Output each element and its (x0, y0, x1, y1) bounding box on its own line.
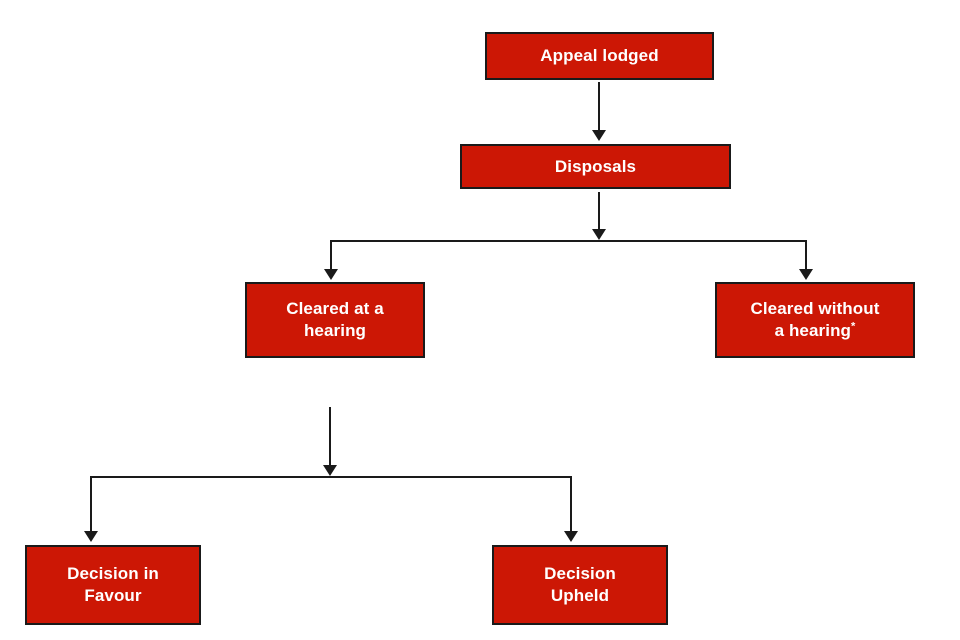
node-decision-in-favour[interactable]: Decision in Favour (25, 545, 201, 625)
node-disposals[interactable]: Disposals (460, 144, 731, 189)
node-decision-upheld[interactable]: Decision Upheld (492, 545, 668, 625)
connector-appeal-to-disposals-arrowhead (592, 130, 606, 141)
node-cleared-without-a-hearing-text: Cleared without a hearing (750, 299, 880, 340)
connector-split2-right-arrowhead (564, 531, 578, 542)
node-cleared-without-a-hearing[interactable]: Cleared without a hearing* (715, 282, 915, 358)
connector-disposals-to-split-arrowhead (592, 229, 606, 240)
connector-split1-right-arrowhead (799, 269, 813, 280)
footnote-marker-icon: * (851, 320, 856, 333)
node-cleared-at-a-hearing[interactable]: Cleared at a hearing (245, 282, 425, 358)
connector-split1-left-arrowhead (324, 269, 338, 280)
connector-cleared-to-split2-arrowhead (323, 465, 337, 476)
connector-split2-right-line (570, 476, 572, 532)
node-disposals-label: Disposals (554, 156, 637, 176)
node-cleared-at-a-hearing-label: Cleared at a hearing (286, 299, 384, 340)
node-decision-in-favour-label: Decision in Favour (67, 564, 159, 605)
connector-split1-right-line (805, 240, 807, 270)
node-appeal-lodged-label: Appeal lodged (540, 46, 659, 66)
node-appeal-lodged[interactable]: Appeal lodged (485, 32, 714, 80)
node-decision-upheld-label: Decision Upheld (544, 564, 616, 605)
node-cleared-without-a-hearing-label: Cleared without a hearing* (717, 298, 913, 342)
split-bar-1 (330, 240, 807, 242)
connector-cleared-to-split2-line (329, 407, 331, 467)
connector-appeal-to-disposals-line (598, 82, 600, 130)
connector-disposals-to-split-line (598, 192, 600, 230)
connector-split2-left-line (90, 476, 92, 532)
connector-split2-left-arrowhead (84, 531, 98, 542)
split-bar-2 (90, 476, 572, 478)
connector-split1-left-line (330, 240, 332, 270)
